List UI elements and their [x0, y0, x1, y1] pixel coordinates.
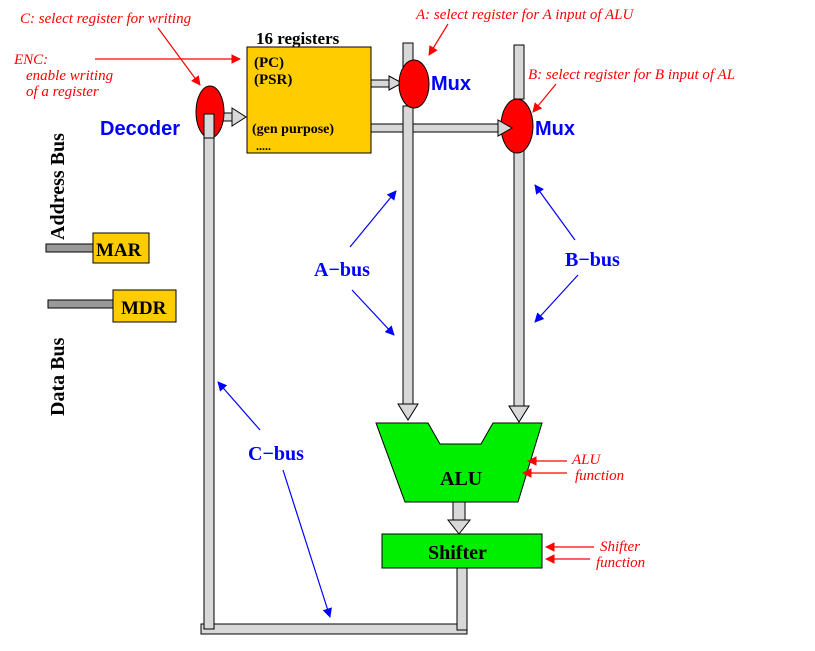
alu-label: ALU: [440, 468, 482, 490]
decoder-to-registers-arrowhead: [231, 107, 247, 127]
c-bus-pointer-up: [217, 381, 261, 431]
b-bus: [513, 150, 525, 408]
a-bus-arrowhead: [397, 403, 419, 421]
alu-function-line1: ALU: [571, 452, 602, 468]
alu-to-shifter-arrowhead: [446, 519, 472, 535]
decoder-label: Decoder: [100, 118, 180, 140]
c-select-pointer: [157, 27, 201, 86]
b-select-pointer: [532, 83, 557, 113]
mar-label: MAR: [96, 240, 142, 261]
c-bus-pointer-down: [282, 469, 332, 618]
enc-annotation-line1: ENC:: [13, 52, 48, 68]
alu-to-shifter-bus: [452, 501, 466, 521]
registers-to-mux-a-bus: [370, 79, 390, 88]
decoder-bus-stub: [203, 113, 215, 139]
registers-to-mux-b-bus: [370, 123, 500, 133]
b-bus-input: [513, 44, 525, 100]
mux-b-label: Mux: [535, 118, 575, 140]
a-bus-pointer-up: [349, 190, 397, 248]
a-bus-label: A−bus: [314, 259, 370, 281]
c-bus-bottom: [200, 623, 468, 635]
register-dots: .....: [256, 139, 271, 153]
a-select-pointer: [428, 23, 449, 56]
alu: [375, 422, 543, 503]
registers-to-mux-a-arrowhead: [388, 75, 404, 91]
address-bus-label: Address Bus: [47, 133, 69, 240]
register-psr: (PSR): [254, 72, 292, 88]
mux-a-label: Mux: [431, 73, 471, 95]
shifter-function-line1: Shifter: [600, 539, 640, 555]
a-bus: [402, 105, 414, 405]
mux-b-input-notch: [497, 119, 514, 137]
data-bus-line: [47, 299, 115, 309]
c-bus-left: [203, 113, 215, 630]
alu-function-line2: function: [575, 468, 624, 484]
b-select-annotation: B: select register for B input of AL: [528, 67, 735, 83]
data-bus-label: Data Bus: [47, 337, 69, 416]
enc-annotation-line2: enable writing: [26, 68, 114, 84]
a-select-annotation: A: select register for A input of ALU: [415, 7, 635, 23]
shifter-label: Shifter: [428, 542, 487, 564]
address-bus-line: [45, 243, 95, 253]
c-bus-label: C−bus: [248, 443, 304, 465]
register-gen-purpose: (gen purpose): [252, 122, 334, 137]
shifter-output-bus: [456, 567, 468, 631]
mdr-register: [112, 289, 177, 323]
b-bus-arrowhead: [508, 405, 530, 423]
mar-register: [92, 232, 150, 264]
c-select-annotation: C: select register for writing: [20, 11, 192, 27]
register-pc: (PC): [254, 55, 284, 71]
enc-annotation-line3: of a register: [26, 84, 99, 100]
mux-a: [398, 59, 430, 109]
a-bus-pointer-down: [351, 289, 395, 336]
b-bus-pointer-up: [534, 184, 576, 241]
shifter-function-line2: function: [596, 555, 645, 571]
registers-title: 16 registers: [256, 29, 340, 48]
mdr-label: MDR: [121, 298, 167, 319]
register-bank: [246, 46, 372, 154]
shifter: [381, 533, 543, 569]
b-bus-label: B−bus: [565, 249, 620, 271]
b-bus-pointer-down: [534, 274, 579, 323]
